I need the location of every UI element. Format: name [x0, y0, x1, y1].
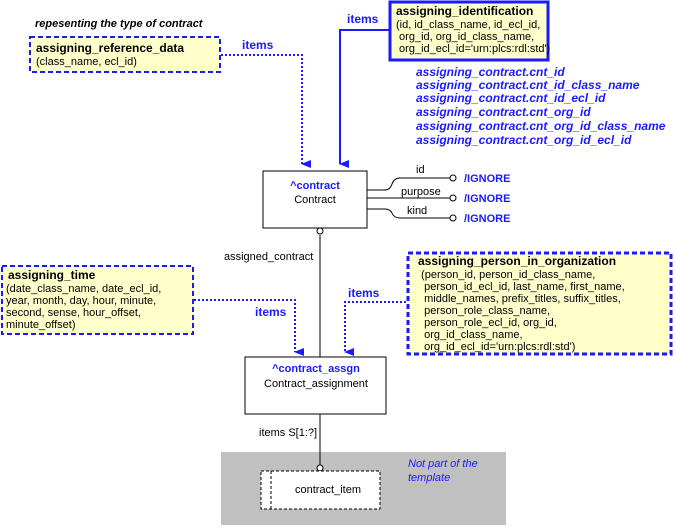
entity-ref: ^contract: [290, 180, 340, 192]
template-params-line: org_id_ecl_id='urn:plcs:rdl:std'): [418, 341, 575, 353]
template-params-line: person_role_ecl_id, org_id,: [418, 317, 557, 329]
entity-name: Contract_assignment: [264, 378, 368, 390]
template-params-line: year, month, day, hour, minute,: [6, 295, 156, 307]
attr-value: /IGNORE: [464, 173, 510, 185]
attr-value: /IGNORE: [464, 213, 510, 225]
template-title: assigning_identification: [396, 4, 533, 18]
template-params-line: (person_id, person_id_class_name,: [418, 269, 595, 281]
template-title: assigning_time: [8, 268, 96, 282]
template-params-line: org_id_ecl_id='urn:plcs:rdl:std'): [396, 43, 550, 55]
attr-name: kind: [407, 205, 427, 217]
template-assigning-reference-data[interactable]: assigning_reference_data (class_name, ec…: [29, 36, 221, 73]
link-label-items: items: [255, 305, 287, 319]
template-params: (class_name, ecl_id): [36, 56, 137, 68]
parameter-refs: assigning_contract.cnt_id assigning_cont…: [416, 65, 666, 147]
link-identification: [339, 29, 389, 168]
entity-contract[interactable]: ^contract Contract: [262, 170, 368, 229]
link-label-items: items: [348, 286, 380, 300]
template-title: assigning_reference_data: [36, 41, 184, 55]
template-assigning-time[interactable]: assigning_time (date_class_name, date_ec…: [1, 265, 194, 335]
attr-name: id: [416, 164, 425, 176]
link-label-items: items: [347, 12, 379, 26]
relation-terminal-circle: [316, 227, 324, 235]
link-label-items: items: [242, 38, 274, 52]
entity-name: Contract: [294, 194, 336, 206]
template-params-line: middle_names, prefix_titles, suffix_titl…: [418, 293, 621, 305]
template-params-line: org_id, org_id_class_name,: [396, 31, 534, 43]
not-part-note-line2: template: [408, 472, 450, 484]
attr-terminal-circle: [449, 194, 457, 202]
attr-line-kind: [367, 208, 450, 219]
entity-contract-item[interactable]: contract_item: [260, 470, 381, 510]
attr-terminal-circle: [449, 174, 457, 182]
template-params-line: person_role_class_name,: [418, 305, 550, 317]
entity-name: contract_item: [295, 484, 361, 496]
attr-line-id: [367, 177, 450, 191]
attr-name: purpose: [401, 186, 441, 198]
template-params-line: (date_class_name, date_ecl_id,: [6, 283, 161, 295]
ref-data-note: repesenting the type of contract: [35, 18, 204, 30]
relation-label: assigned_contract: [224, 251, 313, 263]
parameter-ref: assigning_contract.cnt_org_id: [416, 105, 591, 119]
relation-label: items S[1:?]: [259, 427, 317, 439]
link-reference-data: [221, 54, 311, 168]
parameter-ref: assigning_contract.cnt_id: [416, 65, 565, 79]
template-assigning-person-in-organization[interactable]: assigning_person_in_organization (person…: [406, 251, 673, 356]
entity-contract-assignment[interactable]: ^contract_assgn Contract_assignment: [244, 356, 387, 415]
attr-terminal-circle: [449, 214, 457, 222]
link-time: [194, 299, 304, 356]
parameter-ref: assigning_contract.cnt_id_ecl_id: [416, 91, 606, 105]
entity-ref: ^contract_assgn: [272, 363, 360, 375]
link-person-in-organization: [344, 301, 406, 356]
template-assigning-identification[interactable]: assigning_identification (id, id_class_n…: [388, 0, 550, 62]
template-params-line: (id, id_class_name, id_ecl_id,: [396, 19, 540, 31]
relation-terminal-circle: [316, 464, 324, 472]
template-params-line: org_id_class_name,: [418, 329, 523, 341]
parameter-ref: assigning_contract.cnt_id_class_name: [416, 78, 640, 92]
parameter-ref: assigning_contract.cnt_org_id_class_name: [416, 119, 666, 133]
template-title: assigning_person_in_organization: [418, 254, 616, 268]
template-params-line: person_id_ecl_id, last_name, first_name,: [418, 281, 625, 293]
template-params-line: minute_offset): [6, 319, 76, 331]
template-params-line: second, sense, hour_offset,: [6, 307, 141, 319]
not-part-note-line1: Not part of the: [408, 458, 478, 470]
attr-value: /IGNORE: [464, 193, 510, 205]
parameter-ref: assigning_contract.cnt_org_id_ecl_id: [416, 133, 632, 147]
